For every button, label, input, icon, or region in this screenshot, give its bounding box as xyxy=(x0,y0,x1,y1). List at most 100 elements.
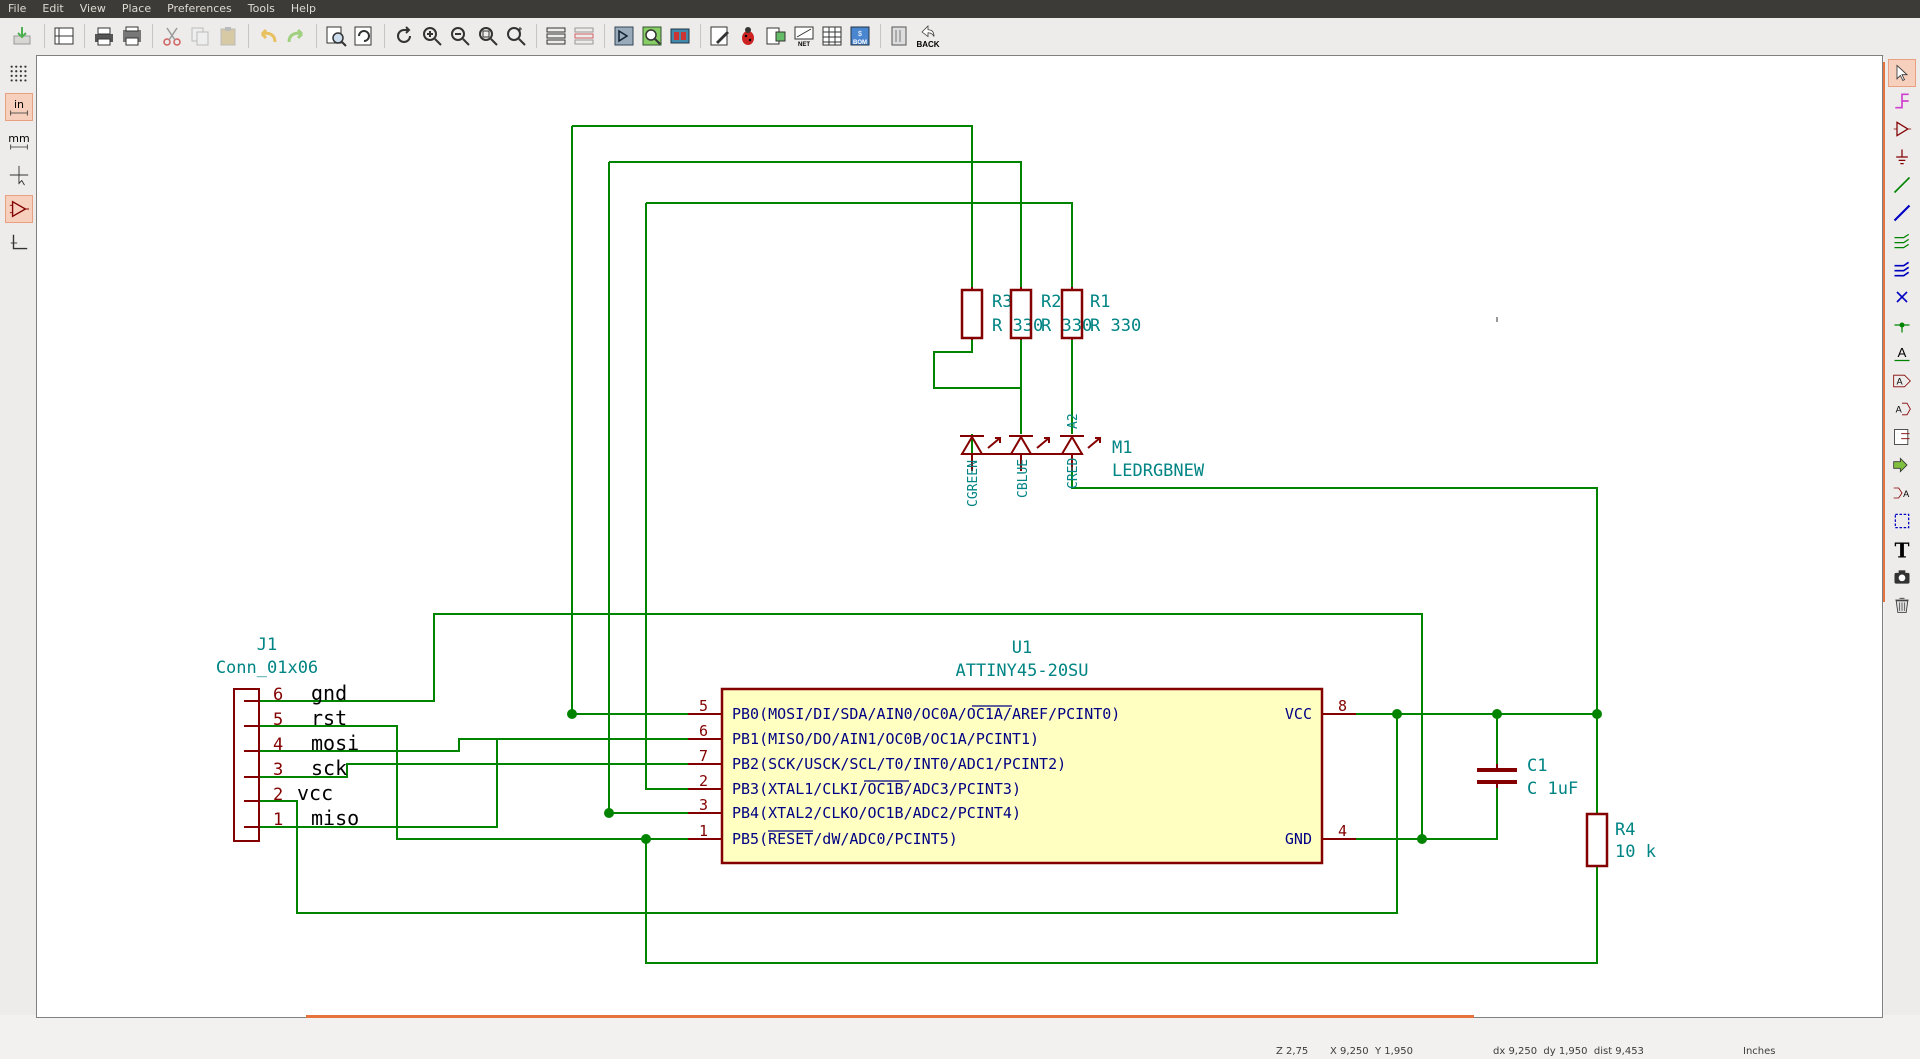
zoom-out-icon[interactable] xyxy=(446,22,474,50)
cut-icon[interactable] xyxy=(158,22,186,50)
print-icon[interactable] xyxy=(90,22,118,50)
assign-footprints-icon[interactable] xyxy=(762,22,790,50)
wire-angle-icon[interactable] xyxy=(5,229,33,257)
hierarchy-navigator-icon[interactable] xyxy=(542,22,570,50)
r4-ref: R4 xyxy=(1615,820,1635,840)
find-replace-icon[interactable] xyxy=(350,22,378,50)
svg-text:A: A xyxy=(1898,345,1907,360)
j1-connector[interactable]: J1 Conn_01x06 6 5 4 3 2 1 gnd rst mosi s… xyxy=(216,635,359,842)
copy-icon[interactable] xyxy=(186,22,214,50)
back-icon[interactable]: BACK xyxy=(914,22,942,50)
r1-resistor[interactable]: R1 R 330 xyxy=(1060,287,1141,340)
add-global-label-icon[interactable]: A xyxy=(1888,367,1916,395)
bom-icon[interactable]: $BOM xyxy=(846,22,874,50)
add-image-icon[interactable] xyxy=(1888,563,1916,591)
spreadsheet-icon[interactable] xyxy=(818,22,846,50)
u1-pin-num: 1 xyxy=(699,822,708,840)
edit-fields-icon[interactable] xyxy=(706,22,734,50)
mm-units-button[interactable]: mm xyxy=(5,127,33,155)
wire xyxy=(933,340,1022,434)
c1-value: C 1uF xyxy=(1527,779,1578,799)
add-symbol-icon[interactable] xyxy=(1888,115,1916,143)
u1-microcontroller[interactable]: U1 ATTINY45-20SU 5 6 7 2 3 1 8 4 PB0(MOS… xyxy=(688,638,1356,865)
j1-net-label: sck xyxy=(311,756,347,780)
left-toolbar: in mm xyxy=(0,55,36,1015)
no-connect-icon[interactable] xyxy=(1888,283,1916,311)
annotate-icon[interactable] xyxy=(666,22,694,50)
library-editor-icon[interactable] xyxy=(610,22,638,50)
add-bus-icon[interactable] xyxy=(1888,199,1916,227)
j1-net-label: miso xyxy=(311,806,359,830)
svg-text:T: T xyxy=(1895,538,1910,560)
r4-value: 10 k xyxy=(1615,842,1656,862)
m1-pin-label: CBLUE xyxy=(1016,459,1031,498)
add-bus-bus-entry-icon[interactable] xyxy=(1888,255,1916,283)
menu-view[interactable]: View xyxy=(79,2,106,15)
r2-resistor[interactable]: R2 R 330 xyxy=(1009,287,1092,340)
add-text-icon[interactable]: T xyxy=(1888,535,1916,563)
wire xyxy=(259,763,714,778)
redo-icon[interactable] xyxy=(282,22,310,50)
junction xyxy=(641,834,651,844)
add-power-icon[interactable] xyxy=(1888,143,1916,171)
bom-label: BOM xyxy=(853,40,867,46)
import-sheet-pin-icon[interactable] xyxy=(1888,451,1916,479)
add-junction-icon[interactable] xyxy=(1888,311,1916,339)
r4-resistor[interactable]: R4 10 k xyxy=(1585,812,1656,868)
zoom-selection-icon[interactable] xyxy=(502,22,530,50)
undo-icon[interactable] xyxy=(254,22,282,50)
add-wire-bus-entry-icon[interactable] xyxy=(1888,227,1916,255)
j1-net-label: gnd xyxy=(311,681,347,705)
svg-text:A: A xyxy=(1896,376,1903,386)
leave-sheet-icon[interactable] xyxy=(570,22,598,50)
highlight-net-icon[interactable] xyxy=(1888,87,1916,115)
horizontal-scrollbar[interactable] xyxy=(306,1015,1474,1018)
c1-capacitor[interactable]: C1 C 1uF xyxy=(1477,756,1578,799)
delete-icon[interactable] xyxy=(1888,591,1916,619)
sheet-setup-icon[interactable] xyxy=(50,22,78,50)
cursor-shape-icon[interactable] xyxy=(5,161,33,189)
grid-toggle-icon[interactable] xyxy=(5,60,33,88)
menu-tools[interactable]: Tools xyxy=(247,2,275,15)
pcbnew-icon[interactable] xyxy=(886,22,914,50)
j1-pin-num: 5 xyxy=(273,710,283,730)
menu-preferences[interactable]: Preferences xyxy=(167,2,232,15)
add-hier-label-icon[interactable]: A xyxy=(1888,395,1916,423)
back-label: BACK xyxy=(916,40,940,49)
netlist-icon[interactable]: NET xyxy=(790,22,818,50)
add-graphic-line-icon[interactable] xyxy=(1888,507,1916,535)
save-icon[interactable] xyxy=(8,22,36,50)
find-icon[interactable] xyxy=(322,22,350,50)
u1-pin-name: PB0(MOSI/DI/SDA/AIN0/OC0A/OC1A/AREF/PCIN… xyxy=(732,705,1120,723)
m1-rgb-led[interactable] xyxy=(960,435,1101,471)
menu-help[interactable]: Help xyxy=(290,2,316,15)
add-wire-icon[interactable] xyxy=(1888,171,1916,199)
zoom-fit-icon[interactable] xyxy=(474,22,502,50)
menu-place[interactable]: Place xyxy=(121,2,152,15)
paste-icon[interactable] xyxy=(214,22,242,50)
c1-ref: C1 xyxy=(1527,756,1547,776)
add-sheet-icon[interactable] xyxy=(1888,423,1916,451)
schematic-canvas[interactable]: J1 Conn_01x06 6 5 4 3 2 1 gnd rst mosi s… xyxy=(36,55,1883,1018)
zoom-in-icon[interactable] xyxy=(418,22,446,50)
add-label-icon[interactable]: A xyxy=(1888,339,1916,367)
u1-pin-name: PB4(XTAL2/CLKO/OC1B/ADC2/PCINT4) xyxy=(732,804,1021,822)
u1-pin-name: PB3(XTAL1/CLKI/OC1B/ADC3/PCINT3) xyxy=(732,780,1021,798)
wire xyxy=(608,162,714,814)
wire xyxy=(571,126,714,715)
redraw-icon[interactable] xyxy=(390,22,418,50)
erc-icon[interactable] xyxy=(734,22,762,50)
add-sheet-pin-icon[interactable]: A xyxy=(1888,479,1916,507)
r3-ref: R3 xyxy=(992,292,1012,312)
inch-units-button[interactable]: in xyxy=(5,93,33,121)
inch-label: in xyxy=(13,97,25,111)
menu-file[interactable]: File xyxy=(8,2,27,15)
r1-ref: R1 xyxy=(1090,292,1110,312)
menu-edit[interactable]: Edit xyxy=(42,2,64,15)
u1-pin-num: 3 xyxy=(699,796,708,814)
r3-value: R 330 xyxy=(992,316,1043,336)
select-tool-icon[interactable] xyxy=(1888,59,1916,87)
library-browser-icon[interactable] xyxy=(638,22,666,50)
plot-icon[interactable] xyxy=(118,22,146,50)
hidden-pins-icon[interactable] xyxy=(5,195,33,223)
